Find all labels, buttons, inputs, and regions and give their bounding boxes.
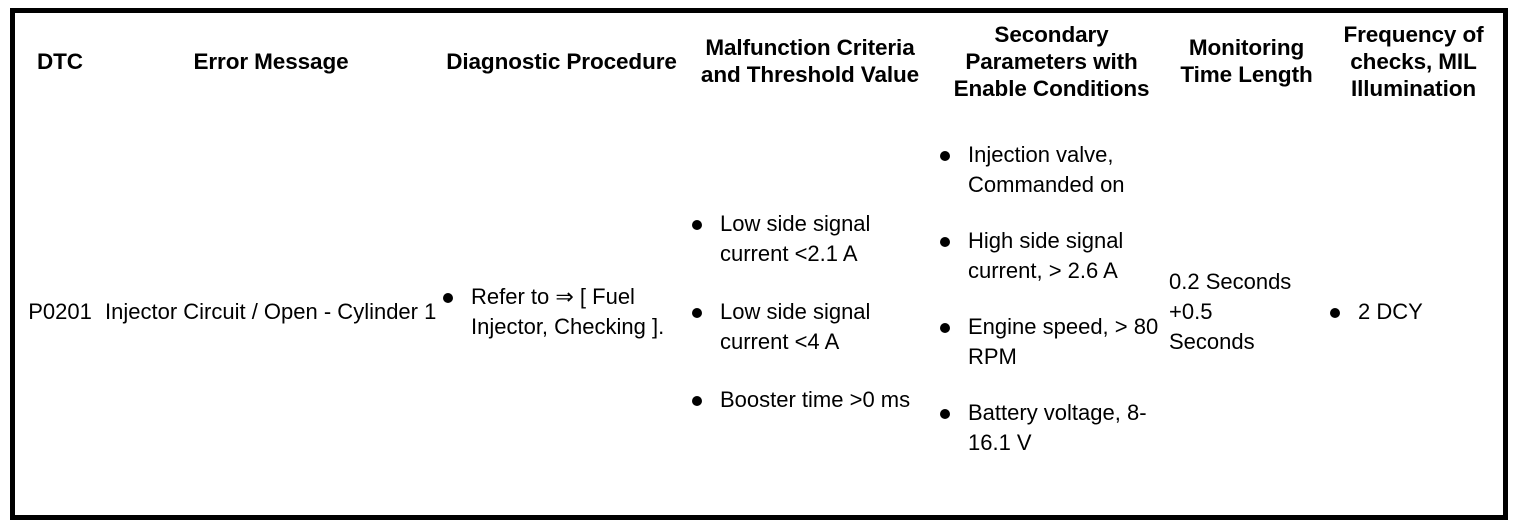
- cell-frequency-of-checks: 2 DCY: [1324, 109, 1503, 515]
- table-row: P0201 Injector Circuit / Open - Cylinder…: [15, 109, 1503, 515]
- cell-malfunction-criteria: Low side signal current <2.1 A Low side …: [686, 109, 934, 515]
- list-item: Low side signal current <4 A: [686, 297, 934, 357]
- list-item: High side signal current, > 2.6 A: [934, 226, 1169, 286]
- list-item: Booster time >0 ms: [686, 385, 934, 415]
- secondary-parameters-list: Injection valve, Commanded on High side …: [934, 140, 1169, 458]
- column-header-error-message: Error Message: [105, 13, 437, 109]
- table-header: DTC Error Message Diagnostic Procedure M…: [15, 13, 1503, 109]
- column-header-dtc: DTC: [15, 13, 105, 109]
- frequency-of-checks-list: 2 DCY: [1324, 297, 1503, 327]
- list-item: Battery voltage, 8-16.1 V: [934, 398, 1169, 458]
- diagnostic-procedure-list: Refer to ⇒ [ Fuel Injector, Checking ].: [437, 282, 686, 342]
- column-header-malfunction-criteria: Malfunction Criteria and Threshold Value: [686, 13, 934, 109]
- column-header-frequency-of-checks: Frequency of checks, MIL Illumination: [1324, 13, 1503, 109]
- list-item: Engine speed, > 80 RPM: [934, 312, 1169, 372]
- list-item: 2 DCY: [1324, 297, 1503, 327]
- malfunction-criteria-list: Low side signal current <2.1 A Low side …: [686, 209, 934, 415]
- list-item: Refer to ⇒ [ Fuel Injector, Checking ].: [437, 282, 686, 342]
- cell-error-message: Injector Circuit / Open - Cylinder 1: [105, 109, 437, 515]
- cell-diagnostic-procedure: Refer to ⇒ [ Fuel Injector, Checking ].: [437, 109, 686, 515]
- column-header-diagnostic-procedure: Diagnostic Procedure: [437, 13, 686, 109]
- header-row: DTC Error Message Diagnostic Procedure M…: [15, 13, 1503, 109]
- cell-monitoring-time-length: 0.2 Seconds +0.5 Seconds: [1169, 109, 1324, 515]
- dtc-table: DTC Error Message Diagnostic Procedure M…: [15, 13, 1503, 515]
- list-item: Injection valve, Commanded on: [934, 140, 1169, 200]
- monitoring-time-value: 0.2 Seconds +0.5 Seconds: [1169, 269, 1292, 354]
- table-body: P0201 Injector Circuit / Open - Cylinder…: [15, 109, 1503, 515]
- column-header-secondary-parameters: Secondary Parameters with Enable Conditi…: [934, 13, 1169, 109]
- list-item: Low side signal current <2.1 A: [686, 209, 934, 269]
- column-header-monitoring-time-length: Monitoring Time Length: [1169, 13, 1324, 109]
- cell-secondary-parameters: Injection valve, Commanded on High side …: [934, 109, 1169, 515]
- cell-dtc-code: P0201: [15, 109, 105, 515]
- dtc-table-container: DTC Error Message Diagnostic Procedure M…: [10, 8, 1508, 520]
